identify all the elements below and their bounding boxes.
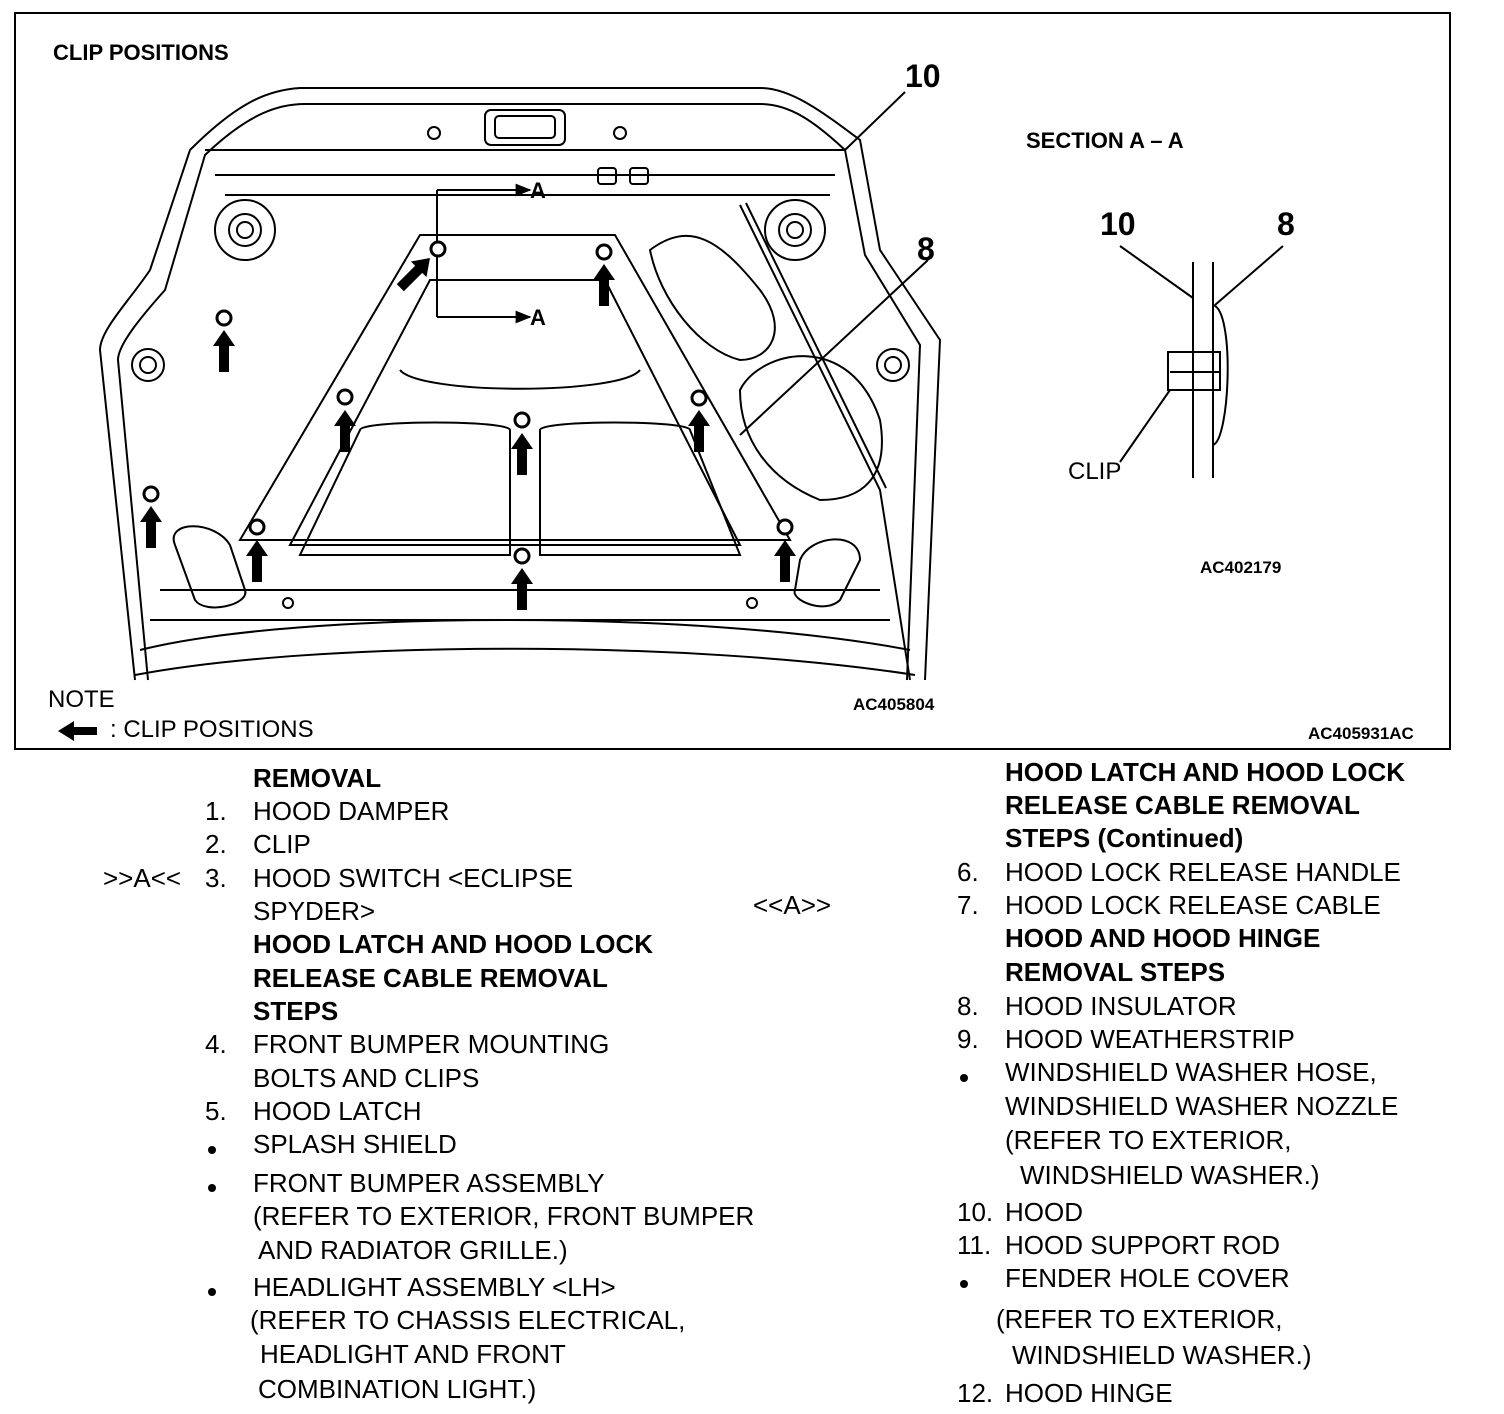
list-heading: HOOD LATCH AND HOOD LOCK [1005,757,1406,787]
list-item: HOOD LATCH [253,1096,422,1126]
bullet-icon [208,1288,216,1296]
clip-arrow-icon [334,410,356,452]
clip-position-marker [429,240,447,258]
list-item-continued: WINDSHIELD WASHER.) [1020,1160,1320,1190]
callout-10: 10 [905,58,941,94]
section-arrow-label: A [530,305,546,330]
list-item: HOOD HINGE [1005,1378,1173,1408]
clip-position-marker [248,518,266,536]
clip-arrow-icon [246,540,268,582]
list-item-continued: WINDSHIELD WASHER.) [1012,1340,1312,1370]
list-item: HOOD LOCK RELEASE CABLE [1005,890,1381,920]
clip-label: CLIP [1068,458,1122,485]
list-item-continued: (REFER TO EXTERIOR, [1005,1125,1292,1155]
hood-outline [98,87,942,681]
list-heading: RELEASE CABLE REMOVAL [1005,790,1360,820]
list-heading: STEPS [253,996,339,1026]
list-item: HEADLIGHT ASSEMBLY <LH> [253,1272,616,1302]
list-item: HOOD SWITCH <ECLIPSE [253,863,573,893]
item-number: 6. [957,857,979,887]
clip-arrow-icon [396,258,430,292]
item-number: 1. [205,796,227,826]
clip-arrow-icon [213,330,235,372]
list-item: HOOD [1005,1197,1083,1227]
clip-arrow-icon [593,264,615,306]
note-text: : CLIP POSITIONS [110,716,314,743]
inner-triangle [238,234,792,541]
list-heading: REMOVAL [253,763,382,793]
figure-code: AC405931AC [1308,724,1414,743]
bullet-icon [960,1280,968,1288]
item-number: 10. [957,1197,994,1227]
clip-arrow-icon [511,568,533,610]
clip-position-marker [215,309,233,327]
list-heading: REMOVAL STEPS [1005,957,1226,987]
list-item-continued: (REFER TO EXTERIOR, FRONT BUMPER [253,1201,755,1231]
figure-code: AC405804 [853,695,935,714]
list-item-continued: AND RADIATOR GRILLE.) [258,1235,568,1265]
note-title: NOTE [48,686,115,713]
clip-arrow-icon [140,506,162,548]
item-number: 4. [205,1029,227,1059]
figure-title: CLIP POSITIONS [53,40,229,65]
reference-mark: <<A>> [753,890,832,920]
clip-position-marker [513,547,531,565]
list-heading: HOOD LATCH AND HOOD LOCK [253,929,654,959]
list-item: SPLASH SHIELD [253,1129,457,1159]
section-callout-8: 8 [1277,206,1295,242]
section-arrow-label: A [530,178,546,203]
list-item: CLIP [253,829,311,859]
list-item-continued: (REFER TO EXTERIOR, [996,1304,1283,1334]
item-number: 11. [957,1230,992,1260]
clip-position-marker [776,518,794,536]
figure-code: AC402179 [1200,558,1282,577]
clip-position-marker [142,485,160,503]
hood-diagram [58,87,1284,741]
clip-arrow-icon [688,410,710,452]
item-number: 7. [957,890,979,920]
item-number: 8. [957,991,979,1021]
reference-mark: >>A<< [103,863,182,893]
item-number: 3. [205,863,227,893]
clip-position-marker [513,411,531,429]
list-heading: RELEASE CABLE REMOVAL [253,963,608,993]
list-item: HOOD INSULATOR [1005,991,1237,1021]
item-number: 12. [957,1378,994,1408]
list-item-continued: COMBINATION LIGHT.) [258,1374,537,1404]
list-item: HOOD LOCK RELEASE HANDLE [1005,857,1401,887]
list-item-continued: (REFER TO CHASSIS ELECTRICAL, [250,1305,686,1335]
clip-arrow-icon [774,540,796,582]
callout-8: 8 [917,231,935,267]
clip-position-marker [336,388,354,406]
section-callout-10: 10 [1100,206,1136,242]
clip-arrow-icon [511,433,533,475]
item-number: 5. [205,1096,227,1126]
legend-arrow [58,721,97,741]
item-number: 2. [205,829,227,859]
bullet-icon [208,1146,216,1154]
bullet-icon [960,1074,968,1082]
list-item: HOOD SUPPORT ROD [1005,1230,1280,1260]
list-item: HOOD DAMPER [253,796,450,826]
list-item: FRONT BUMPER MOUNTING [253,1029,610,1059]
list-heading: HOOD AND HOOD HINGE [1005,923,1321,953]
support-rod [739,204,911,681]
figure-frame [14,12,1451,750]
list-heading: STEPS (Continued) [1005,823,1244,853]
clip-position-marker [595,243,613,261]
list-item: FENDER HOLE COVER [1005,1263,1290,1293]
list-item-continued: HEADLIGHT AND FRONT [260,1339,566,1369]
list-item: HOOD WEATHERSTRIP [1005,1024,1295,1054]
list-item: WINDSHIELD WASHER HOSE, [1005,1057,1377,1087]
clip-position-marker [690,389,708,407]
item-number: 9. [957,1024,979,1054]
list-item-continued: WINDSHIELD WASHER NOZZLE [1005,1091,1399,1121]
list-item-continued: SPYDER> [253,896,376,926]
section-title: SECTION A – A [1026,128,1184,153]
list-item-continued: BOLTS AND CLIPS [253,1063,480,1093]
list-item: FRONT BUMPER ASSEMBLY [253,1168,605,1198]
bullet-icon [208,1184,216,1192]
